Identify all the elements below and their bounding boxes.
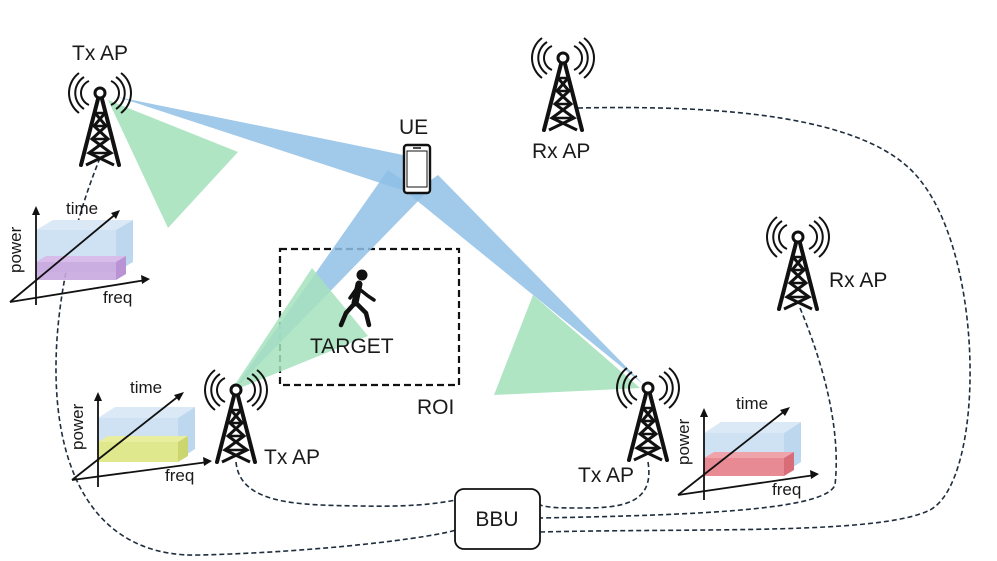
tx-ap-top-left-label: Tx AP bbox=[72, 42, 128, 65]
ue-label: UE bbox=[399, 116, 428, 139]
bottom-left-axis-freq-label: freq bbox=[165, 466, 194, 485]
tx-ap-bottom-left-tower-icon bbox=[203, 368, 269, 464]
fronthaul-links bbox=[55, 106, 971, 556]
target-person-icon bbox=[338, 269, 376, 328]
tx-ap-bottom-left-label: Tx AP bbox=[264, 446, 320, 469]
rx-ap-right-tower-icon bbox=[765, 215, 831, 311]
bottom-right-axis-freq-label: freq bbox=[772, 480, 801, 499]
rx-ap-right-label: Rx AP bbox=[829, 269, 887, 292]
sensing-beam-bottomright bbox=[494, 295, 640, 395]
left-axis-freq-label: freq bbox=[103, 288, 132, 307]
left-axis-power-label: power bbox=[6, 226, 25, 273]
sensing-beam-bottomleft bbox=[230, 268, 368, 392]
sensing-beam-topleft bbox=[108, 100, 238, 228]
link-txap-bottomright-bbu bbox=[539, 461, 650, 509]
rx-ap-top-tower-icon bbox=[530, 36, 596, 132]
link-rxap-top-bbu bbox=[539, 106, 971, 533]
bottom-right-axis-power-label: power bbox=[674, 418, 693, 465]
ue-phone-icon bbox=[402, 143, 432, 195]
spectrum-plot-bottom-right: power time freq bbox=[674, 394, 819, 500]
spectrum-plot-bottom-left: power time freq bbox=[68, 378, 212, 487]
spectrum-plot-left: power time freq bbox=[6, 199, 150, 307]
bottom-left-axis-power-label: power bbox=[68, 403, 87, 450]
beams bbox=[108, 97, 644, 395]
bottom-left-axis-time-label: time bbox=[130, 378, 162, 397]
bbu-box: BBU bbox=[454, 488, 541, 550]
bottom-right-axis-time-label: time bbox=[736, 394, 768, 413]
left-axis-time-label: time bbox=[66, 199, 98, 218]
link-txap-bottomleft-bbu bbox=[235, 461, 457, 507]
comm-beam-bottomright-to-ue bbox=[410, 175, 644, 385]
comm-beam-topleft-to-ue bbox=[118, 97, 428, 190]
link-rxap-right-bbu bbox=[539, 307, 838, 519]
rx-ap-top-label: Rx AP bbox=[532, 140, 590, 163]
target-label: TARGET bbox=[310, 335, 394, 358]
tx-ap-bottom-right-label: Tx AP bbox=[578, 464, 634, 487]
link-txap-topleft-bbu bbox=[55, 157, 457, 556]
roi-label: ROI bbox=[417, 396, 454, 419]
bbu-label: BBU bbox=[475, 508, 518, 531]
